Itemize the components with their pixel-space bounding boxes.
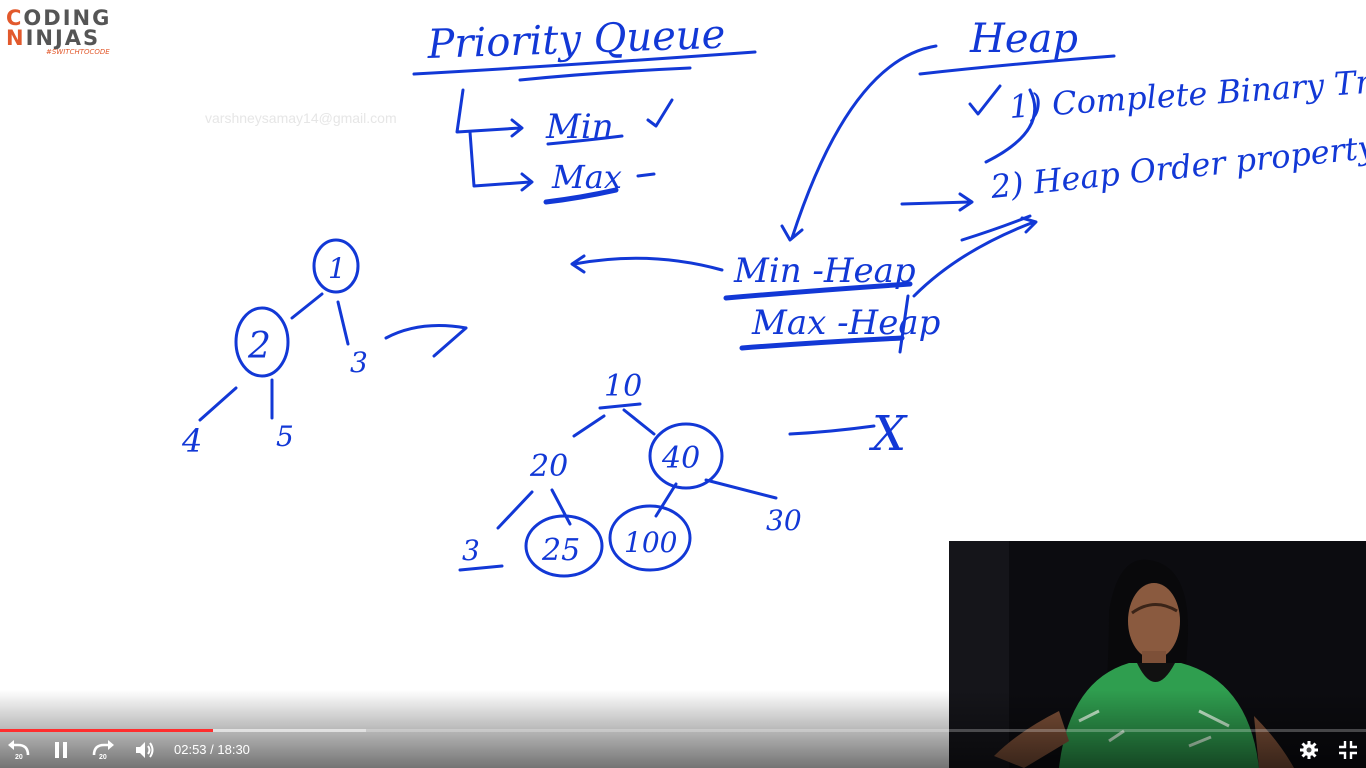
cross-mark: X [868, 406, 908, 462]
large-tree: 10 20 40 3 25 100 30 X [458, 369, 908, 578]
coding-ninjas-logo: CODING NINJAS #SWITCHTOCODE [6, 6, 116, 57]
small-tree-node-1: 1 [328, 252, 346, 285]
tree-node-circle-25 [524, 514, 604, 578]
heap-order-arrow-2 [960, 214, 1032, 242]
exit-fullscreen-button[interactable] [1333, 736, 1363, 764]
max-underline [543, 187, 619, 205]
logo-tagline: #SWITCHTOCODE [46, 48, 110, 56]
heap-check-icon [968, 84, 1002, 116]
forward-20-icon [92, 740, 114, 756]
branch-connector-2 [468, 130, 534, 192]
large-tree-node-3: 3 [462, 534, 480, 567]
controls-background [0, 690, 1366, 768]
heap-order-arrow [912, 216, 1038, 298]
max-heap-underline [739, 335, 905, 351]
forward-seconds-label: 20 [99, 754, 107, 761]
logo-text-2: INJAS [25, 26, 101, 50]
small-tree-edges [198, 292, 350, 422]
cross-arrow [788, 424, 876, 436]
branch-connector [455, 88, 524, 138]
tree-node-circle-1 [312, 238, 360, 294]
node-3-underline [458, 564, 504, 572]
logo-accent-2: N [6, 26, 26, 50]
min-underline [546, 134, 624, 146]
large-tree-node-10: 10 [604, 369, 642, 404]
max-heap-tick [898, 294, 910, 354]
priority-queue-underline-2 [518, 66, 692, 82]
minheap-left-arrow [570, 254, 724, 274]
progress-played [0, 729, 214, 732]
small-tree-node-2: 2 [247, 326, 271, 367]
pause-icon [55, 742, 67, 758]
priority-queue-underline [412, 50, 757, 76]
small-tree-arrow [384, 324, 468, 358]
small-tree-node-5: 5 [276, 420, 294, 453]
max-heap-label: Max -Heap [751, 303, 940, 343]
gear-icon [1300, 741, 1318, 759]
small-tree-node-3: 3 [350, 346, 368, 379]
forward-button[interactable]: 20 [88, 736, 118, 764]
tree-node-circle-2 [234, 306, 290, 378]
heap-property-1: 1) Complete Binary Tree [1008, 60, 1366, 126]
rewind-button[interactable]: 20 [4, 736, 34, 764]
large-tree-edges [496, 408, 778, 530]
tree-node-circle-100 [608, 504, 692, 572]
settings-button[interactable] [1294, 736, 1324, 764]
large-tree-node-40: 40 [661, 441, 700, 476]
large-tree-node-100: 100 [624, 526, 677, 559]
min-heap-underline [723, 281, 913, 301]
large-tree-node-20: 20 [529, 449, 568, 484]
small-tree-node-4: 4 [181, 422, 202, 460]
heap-title: Heap [969, 16, 1078, 62]
progress-bar[interactable] [0, 729, 1366, 732]
priority-queue-section: Priority Queue Min Max [412, 12, 757, 205]
node-10-underline [598, 402, 642, 410]
heap-to-minheap-arrow [780, 44, 938, 242]
tree-node-circle-40 [648, 422, 724, 490]
priority-queue-title: Priority Queue [426, 12, 726, 68]
heap-property-2: 2) Heap Order property [988, 128, 1366, 206]
property-bracket [984, 88, 1037, 164]
exit-fullscreen-icon [1339, 741, 1357, 759]
time-display: 02:53 / 18:30 [174, 742, 250, 757]
logo-text-1: ODING [23, 6, 112, 30]
logo-line-2: NINJAS [6, 26, 116, 50]
heap-underline [918, 54, 1116, 76]
logo-line-1: CODING [6, 6, 116, 30]
pause-button[interactable] [46, 736, 76, 764]
min-check-icon [646, 98, 674, 128]
small-tree: 1 2 3 4 5 [181, 238, 468, 460]
email-watermark: varshneysamay14@gmail.com [205, 110, 397, 126]
large-tree-node-30: 30 [766, 504, 802, 537]
volume-button[interactable] [130, 736, 160, 764]
rewind-20-icon [8, 740, 30, 756]
rewind-seconds-label: 20 [15, 754, 23, 761]
large-tree-node-25: 25 [541, 533, 580, 568]
volume-icon [136, 742, 154, 758]
property-arrow [900, 192, 974, 212]
heap-section: Heap 1) Complete Binary Tree 2) Heap Ord… [780, 16, 1366, 242]
heap-types-section: Min -Heap Max -Heap [570, 214, 1038, 354]
max-dash [636, 172, 656, 178]
logo-accent-1: C [6, 6, 24, 30]
